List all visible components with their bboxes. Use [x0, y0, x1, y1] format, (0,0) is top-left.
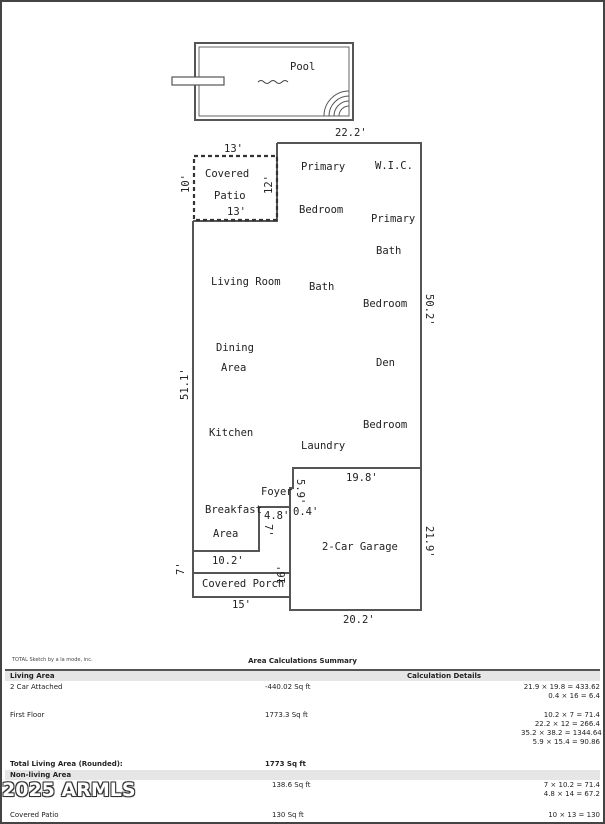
pool-steps — [323, 90, 350, 117]
room-covered-porch: Covered Porch — [202, 578, 284, 590]
room-living-room: Living Room — [211, 276, 281, 288]
summary-title: Area Calculations Summary — [248, 657, 357, 665]
dim-porch-width: 10.2' — [212, 555, 244, 567]
room-breakfast-line2: Area — [213, 528, 238, 540]
row-area: 138.6 Sq ft — [272, 781, 311, 789]
row-calc: 5.9 × 15.4 = 90.86 — [532, 738, 600, 746]
armls-watermark: 2025 ARMLS — [2, 779, 136, 801]
dim-foyer-depth: 5.9' — [294, 479, 306, 504]
table-row: First Floor 1773.3 Sq ft 10.2 × 7 = 71.4… — [5, 711, 602, 751]
table-row: 2 Car Attached -440.02 Sq ft 21.9 × 19.8… — [5, 683, 600, 713]
dim-garage-bottom: 20.2' — [343, 614, 375, 626]
dim-offset-b: 0.4' — [293, 506, 318, 518]
area-summary-table: Living Area Calculation Details 2 Car At… — [5, 669, 602, 822]
living-area-header-row: Living Area Calculation Details — [5, 671, 600, 681]
row-calc: 10.2 × 7 = 71.4 — [543, 711, 600, 719]
dim-top-width: 22.2' — [335, 127, 367, 139]
row-calc: 35.2 × 38.2 = 1344.64 — [521, 729, 602, 737]
row-calc: 21.9 × 19.8 = 433.62 — [523, 683, 600, 691]
room-wic: W.I.C. — [375, 160, 413, 172]
room-garage: 2-Car Garage — [322, 541, 398, 553]
dim-porch-left: 7' — [175, 562, 187, 575]
living-area-header: Living Area — [10, 672, 55, 680]
row-calc: 7 × 10.2 = 71.4 — [543, 781, 600, 789]
row-area: 1773.3 Sq ft — [265, 711, 308, 719]
dim-patio-bottom: 13' — [227, 206, 246, 218]
dim-porch-bottom: 15' — [232, 599, 251, 611]
calc-details-header: Calculation Details — [407, 672, 482, 680]
room-primary-bath-line2: Bath — [376, 245, 401, 257]
room-pool: Pool — [290, 61, 315, 73]
room-dining-line2: Area — [221, 362, 246, 374]
breakfast-wall — [193, 506, 290, 552]
room-primary-bath-line1: Primary — [371, 213, 415, 225]
floor-plan-diagram: Pool Covered Patio Primary Bedroom W.I.C… — [171, 42, 435, 626]
dim-porch-right: 16' — [276, 565, 288, 584]
pool-diving-board — [171, 76, 225, 86]
room-breakfast-line1: Breakfast — [205, 504, 262, 516]
nonliving-header: Non-living Area — [10, 771, 72, 779]
table-row: 138.6 Sq ft 7 × 10.2 = 71.4 4.8 × 14 = 6… — [5, 781, 600, 803]
row-label: First Floor — [10, 711, 45, 719]
dim-offset-a: 4.8' — [264, 510, 289, 522]
room-dining-line1: Dining — [216, 342, 254, 354]
room-covered-patio-line2: Patio — [214, 190, 246, 202]
nonliving-header-row: Non-living Area — [5, 770, 600, 780]
dim-garage-top: 19.8' — [346, 472, 378, 484]
row-label: 2 Car Attached — [10, 683, 63, 691]
covered-patio-outline — [192, 154, 279, 222]
room-bedroom-a: Bedroom — [363, 298, 407, 310]
row-label: Covered Patio — [10, 811, 59, 819]
row-calc: 0.4 × 16 = 6.4 — [548, 692, 600, 700]
house-left-outline — [192, 221, 290, 598]
house-right-outline — [277, 142, 422, 611]
row-calc: 4.8 × 14 = 67.2 — [543, 790, 600, 798]
room-bedroom-b: Bedroom — [363, 419, 407, 431]
row-calc: 10 × 13 = 130 — [548, 811, 600, 819]
room-bath: Bath — [309, 281, 334, 293]
row-area: -440.02 Sq ft — [265, 683, 311, 691]
room-foyer: Foyer — [261, 486, 293, 498]
room-covered-patio-line1: Covered — [205, 168, 249, 180]
sketch-credit: TOTAL Sketch by a la mode, inc. — [12, 657, 93, 663]
row-calc: 22.2 × 12 = 266.4 — [534, 720, 600, 728]
dim-patio-top: 13' — [224, 143, 243, 155]
room-primary-bedroom-line2: Bedroom — [299, 204, 343, 216]
pool-water-icon — [257, 80, 289, 84]
dim-right-depth: 50.2' — [423, 294, 435, 326]
dim-garage-depth: 21.9' — [423, 526, 435, 558]
row-area: 130 Sq ft — [272, 811, 304, 819]
dim-offset-c: 7' — [262, 524, 274, 537]
room-laundry: Laundry — [301, 440, 345, 452]
total-label: Total Living Area (Rounded): — [10, 760, 123, 768]
room-den: Den — [376, 357, 395, 369]
dim-left-depth: 51.1' — [179, 368, 191, 400]
room-kitchen: Kitchen — [209, 427, 253, 439]
total-value: 1773 Sq ft — [265, 760, 306, 768]
dim-patio-right: 12' — [263, 175, 275, 194]
dim-patio-left: 10' — [180, 174, 192, 193]
room-primary-bedroom-line1: Primary — [301, 161, 345, 173]
